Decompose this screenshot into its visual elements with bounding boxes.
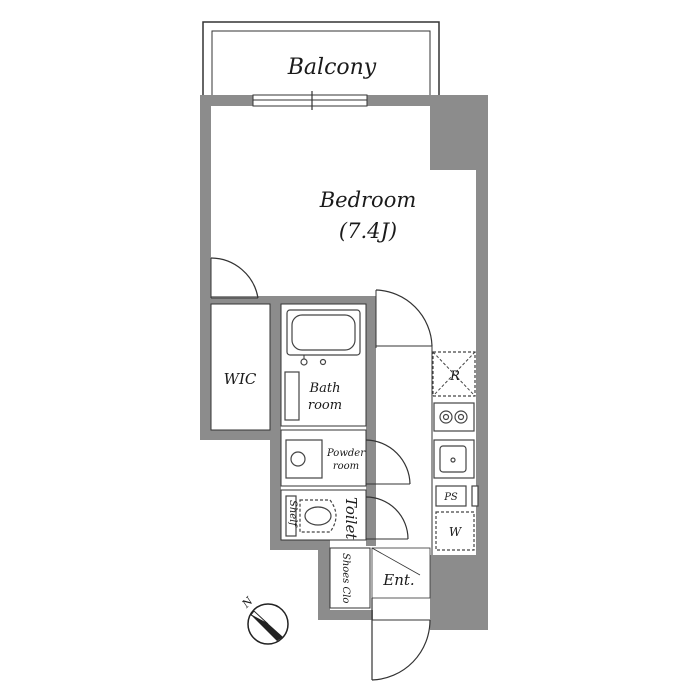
powder-room-label-line2: room	[333, 461, 359, 472]
balcony-label: Balcony	[287, 55, 377, 80]
powder-room-label-line1: Powder	[326, 448, 366, 459]
wic-room	[210, 257, 271, 431]
pipe-space-label: PS	[443, 492, 458, 503]
toilet-label: Toilet	[342, 497, 360, 540]
bathroom	[280, 303, 367, 427]
balcony	[202, 21, 440, 99]
bathroom-label-line2: room	[308, 398, 342, 413]
refrigerator-label: R	[449, 369, 460, 384]
bedroom-label: Bedroom	[319, 188, 417, 212]
toilet-room	[280, 489, 409, 541]
kitchen	[431, 346, 479, 555]
bedroom-size-label: (7.4J)	[339, 219, 397, 243]
washer-label: W	[449, 525, 463, 539]
bedroom-window	[252, 91, 368, 110]
shelf-label: Shelf	[287, 500, 298, 528]
compass-icon: N	[239, 594, 289, 645]
bathroom-label-line1: Bath	[309, 381, 341, 396]
bedroom-door	[375, 289, 433, 348]
shoes-closet-label: Shoes Clo	[340, 553, 351, 603]
outer-walls	[200, 95, 488, 630]
wic-label: WIC	[224, 370, 257, 388]
entrance	[329, 547, 431, 681]
entrance-label: Ent.	[382, 571, 414, 589]
compass-north-label: N	[239, 594, 256, 611]
powder-room	[280, 429, 411, 487]
